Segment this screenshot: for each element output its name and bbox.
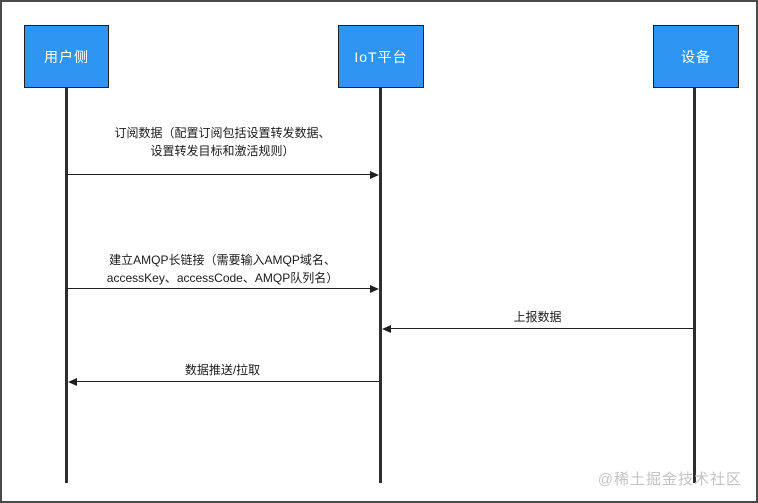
- message-subscribe-data-line: [67, 174, 373, 175]
- message-push-pull-line: [74, 381, 379, 382]
- arrowhead-left-icon: [68, 378, 77, 386]
- message-amqp-connection-line1: 建立AMQP长链接（需要输入AMQP域名、: [109, 253, 336, 267]
- actor-label-user: 用户侧: [44, 48, 89, 65]
- actor-box-device: 设备: [653, 25, 739, 88]
- actor-box-user: 用户侧: [24, 25, 109, 88]
- message-subscribe-data-line1: 订阅数据（配置订阅包括设置转发数据、: [114, 126, 331, 140]
- message-report-data-line: [388, 328, 693, 329]
- arrowhead-left-icon: [382, 325, 391, 333]
- message-push-pull-line1: 数据推送/拉取: [184, 363, 261, 377]
- message-report-data-line1: 上报数据: [513, 310, 562, 324]
- message-subscribe-data-line2: 设置转发目标和激活规则）: [150, 144, 295, 158]
- actor-label-iot-platform: IoT平台: [354, 48, 408, 65]
- message-amqp-connection-label: 建立AMQP长链接（需要输入AMQP域名、 accessKey、accessCo…: [66, 251, 379, 287]
- arrowhead-right-icon: [370, 171, 379, 179]
- message-amqp-connection-line2: accessKey、accessCode、AMQP队列名）: [106, 271, 339, 285]
- lifeline-iot-platform: [379, 88, 382, 483]
- lifeline-user: [65, 88, 68, 483]
- actor-box-iot-platform: IoT平台: [338, 25, 424, 88]
- actor-label-device: 设备: [681, 48, 711, 65]
- message-subscribe-data-label: 订阅数据（配置订阅包括设置转发数据、 设置转发目标和激活规则）: [66, 124, 379, 160]
- lifeline-device: [693, 88, 696, 483]
- message-push-pull-label: 数据推送/拉取: [66, 361, 379, 379]
- arrowhead-right-icon: [370, 285, 379, 293]
- message-amqp-connection-line: [67, 288, 373, 289]
- watermark-text: @稀土掘金技术社区: [597, 471, 742, 488]
- message-report-data-label: 上报数据: [382, 308, 693, 326]
